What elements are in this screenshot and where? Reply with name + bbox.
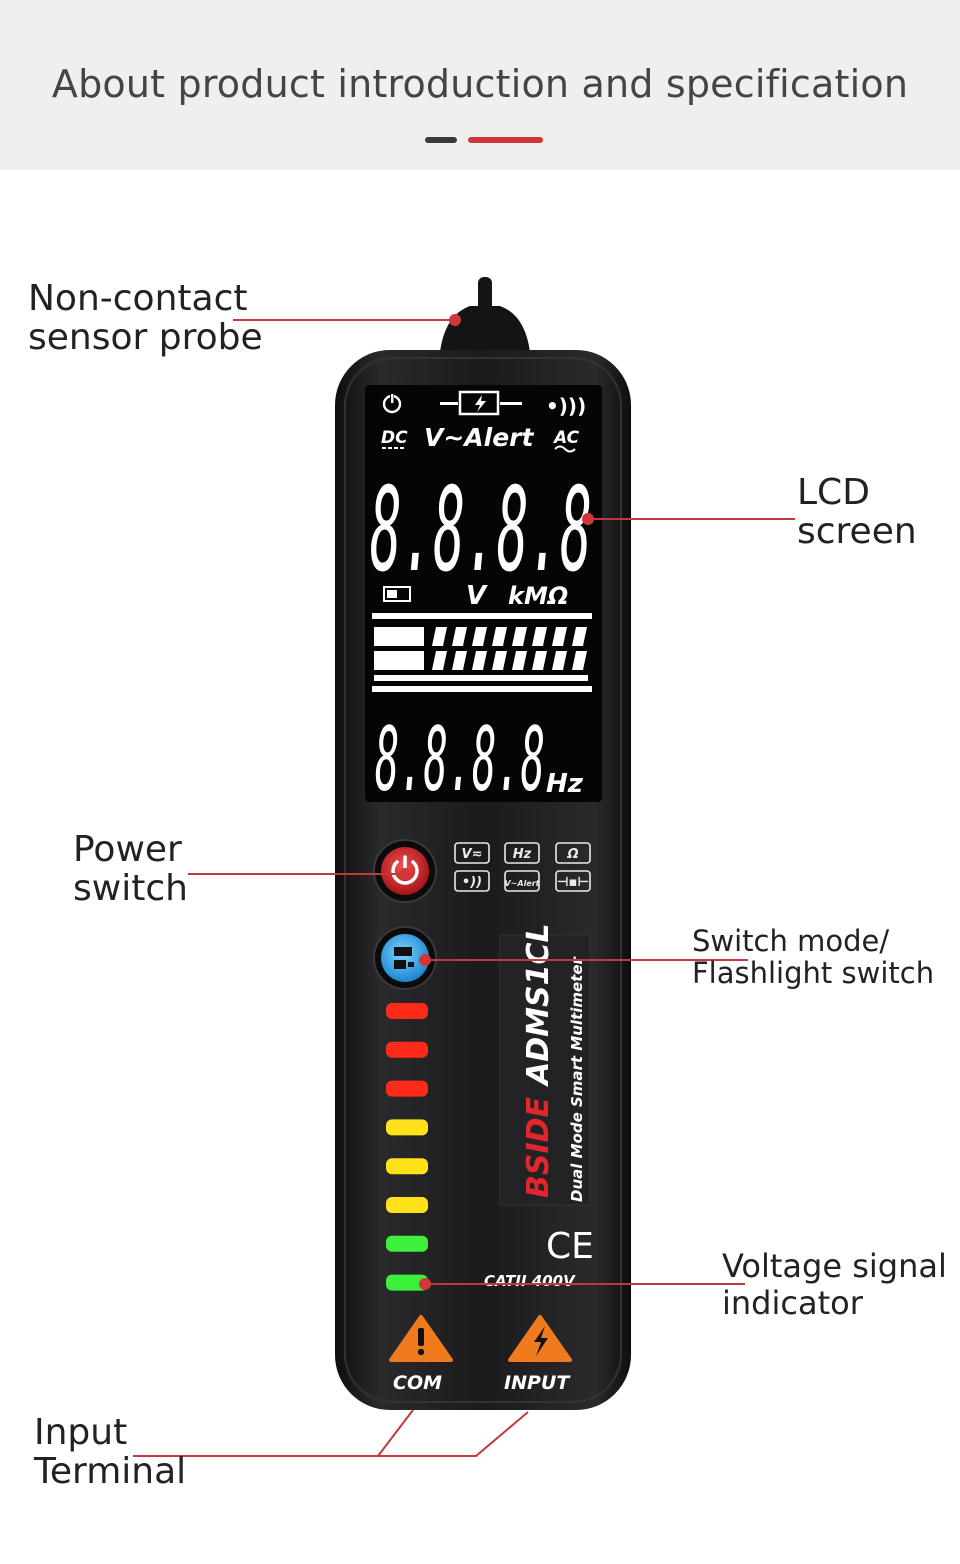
input-terminal-label: INPUT <box>504 1372 571 1394</box>
leader-dot-mode <box>419 954 431 966</box>
page-title: About product introduction and specifica… <box>51 62 909 106</box>
mode-icon-label: •)) <box>462 875 482 890</box>
lcd-bar-segment <box>552 651 567 670</box>
lcd-bar-segment <box>532 651 547 670</box>
led-indicator-green <box>386 1274 428 1291</box>
com-terminal-label: COM <box>393 1372 442 1394</box>
led-indicator-green <box>386 1235 428 1252</box>
mode-icon-label: Ω <box>566 847 578 862</box>
leader-terminal <box>133 1411 529 1457</box>
brand-name: BSIDE <box>521 1096 556 1198</box>
lcd-bar-segment <box>512 651 527 670</box>
lcd-bar-segment <box>452 651 467 670</box>
lcd-battery-icon <box>383 586 411 602</box>
model-name: ADMS1CL <box>521 923 556 1087</box>
mode-icon-label: ⊣▪⊢ <box>557 875 590 890</box>
sensor-probe <box>440 277 530 352</box>
lcd-kohm-unit: kMΩ <box>508 582 568 610</box>
mode-icon-frame <box>504 842 540 864</box>
lcd-bar-baseline <box>374 675 588 681</box>
brand-label-plate: BSIDE ADMS1CL Dual Mode Smart Multimeter <box>499 923 591 1206</box>
lcd-bar-segment <box>472 651 487 670</box>
callout-lcd-screen: LCD screen <box>797 472 917 552</box>
battery-charge-icon <box>440 390 522 416</box>
mode-icon-label: Hz <box>513 847 532 862</box>
header-banner: About product introduction and specifica… <box>0 0 960 170</box>
title-divider-red <box>468 137 543 143</box>
callout-power-switch: Power switch <box>73 829 188 909</box>
lcd-bar-segment <box>492 627 507 646</box>
callout-sensor-probe: Non-contact sensor probe <box>28 278 263 358</box>
mode-icon-grid: V≂ Hz Ω •)) V~Alert ⊣▪⊢ <box>454 842 591 892</box>
mode-icon-frame <box>555 842 591 864</box>
lcd-ac-label: AC <box>552 428 580 448</box>
ce-mark: CE <box>546 1226 594 1267</box>
led-indicator-red <box>386 1041 428 1058</box>
lcd-hz-unit: Hz <box>546 769 584 799</box>
lcd-bar-block <box>374 651 424 670</box>
title-divider-dark <box>425 137 457 143</box>
mode-icon-label: V~Alert <box>504 879 540 888</box>
lcd-dc-label: DC <box>381 428 408 448</box>
led-indicator-yellow <box>386 1158 428 1175</box>
lcd-bar-segment <box>552 627 567 646</box>
lcd-screen: •))) DC V~Alert AC 8.8.8.8 V kMΩ 8.8.8.8… <box>365 385 602 811</box>
lcd-main-digits: 8.8.8.8 <box>370 463 592 598</box>
led-indicator-red <box>386 1003 428 1019</box>
lcd-bar-segment <box>572 627 587 646</box>
lcd-bar-segment <box>472 627 487 646</box>
lcd-bar-graph <box>372 613 592 692</box>
lcd-bar-segment <box>532 627 547 646</box>
leader-dot-probe <box>449 314 461 326</box>
lcd-bar-segment <box>452 627 467 646</box>
continuity-icon: •))) <box>546 394 586 418</box>
leader-dot-lcd <box>582 513 594 525</box>
lcd-bar-segment <box>432 651 447 670</box>
lcd-bar-segment <box>492 651 507 670</box>
callout-mode-switch: Switch mode/ Flashlight switch <box>692 924 935 990</box>
mode-flashlight-button[interactable] <box>373 926 437 990</box>
lcd-bar-segment <box>512 627 527 646</box>
led-indicator-red <box>386 1080 428 1097</box>
lcd-sub-digits: 8.8.8.8 <box>375 708 545 811</box>
mode-icon-frame <box>454 870 490 892</box>
product-description: Dual Mode Smart Multimeter <box>568 955 586 1202</box>
lcd-bar-segment <box>572 651 587 670</box>
mode-icon-frame <box>555 870 591 892</box>
flashlight-icon <box>394 947 412 956</box>
led-indicator-yellow <box>386 1119 428 1136</box>
mode-icon-frame <box>454 842 490 864</box>
leader-dot-voltage <box>419 1278 431 1290</box>
mode-icon-label: V≂ <box>462 847 483 862</box>
input-warning-icon <box>508 1315 572 1362</box>
voltage-led-indicators <box>386 1003 428 1291</box>
callout-input-terminal: Input Terminal <box>34 1412 187 1492</box>
power-icon <box>391 860 419 885</box>
com-warning-icon <box>389 1315 453 1362</box>
callout-voltage-indicator: Voltage signal indicator <box>722 1247 947 1322</box>
lcd-volt-unit: V <box>466 581 488 611</box>
category-rating: CATII 400V <box>484 1272 576 1290</box>
mode-icon-frame <box>504 870 540 892</box>
lcd-bar-block <box>374 627 424 646</box>
leader-dot-power <box>399 868 411 880</box>
led-indicator-yellow <box>386 1197 428 1213</box>
lcd-alert-label: V~Alert <box>424 423 534 452</box>
lcd-bar-segment <box>432 627 447 646</box>
